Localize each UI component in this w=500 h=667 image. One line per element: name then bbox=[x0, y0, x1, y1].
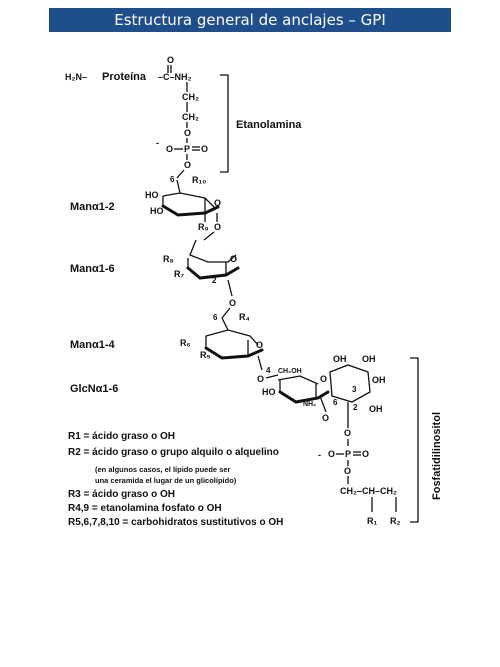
legend-r5678: R5,6,7,8,10 = carbohidratos sustitutivos… bbox=[68, 517, 284, 528]
r8-label: R₈ bbox=[163, 254, 174, 264]
phosphorus-label: P bbox=[184, 144, 190, 154]
nh2-label: NH₂ bbox=[303, 401, 316, 408]
oh-inos-4: OH bbox=[369, 404, 383, 414]
inositol-link-oxygen: O bbox=[344, 428, 351, 438]
r5-label: R₅ bbox=[200, 350, 211, 360]
lipid-phosphate-minus: - bbox=[318, 450, 321, 460]
r6-label: R₆ bbox=[180, 338, 191, 348]
amine-label: H₂N– bbox=[65, 72, 87, 82]
ring-position-6b: 6 bbox=[213, 313, 218, 322]
oh-inos-3: OH bbox=[372, 375, 386, 385]
r4-label: R₄ bbox=[239, 312, 250, 322]
phosphate-minus: - bbox=[156, 138, 159, 148]
ch2-upper: CH₂ bbox=[182, 92, 199, 102]
ring-oxygen-man3: O bbox=[256, 340, 263, 350]
ch2-lower: CH₂ bbox=[182, 112, 199, 122]
lipid-phosphate-o-bottom: O bbox=[344, 466, 351, 476]
phosphate-o-right: O bbox=[201, 144, 208, 154]
ring-oxygen-man1: O bbox=[214, 198, 221, 208]
r1-label: R₁ bbox=[367, 516, 377, 526]
ring-position-2: 2 bbox=[212, 276, 217, 285]
phosphate-oxygen-top: O bbox=[184, 128, 191, 138]
ring-position-2b: 2 bbox=[353, 403, 358, 412]
ring-position-3: 3 bbox=[352, 385, 357, 394]
lipid-phosphate-o-left: O bbox=[328, 449, 335, 459]
phosphate-o-left: O bbox=[166, 144, 173, 154]
r7-label: R₇ bbox=[174, 269, 184, 279]
man14-label: Manα1-4 bbox=[70, 339, 116, 351]
legend-r1: R1 = ácido graso o OH bbox=[68, 431, 175, 442]
ring-position-6: 6 bbox=[170, 175, 175, 184]
link-oxygen-1: O bbox=[214, 222, 221, 232]
legend-r2: R2 = ácido graso o grupo alquilo o alque… bbox=[68, 447, 279, 458]
legend-note-2: una ceramida el lugar de un glicolípido) bbox=[95, 476, 237, 485]
protein-label: Proteína bbox=[102, 71, 147, 83]
man12-label: Manα1-2 bbox=[70, 201, 115, 213]
carbonyl-oxygen: O bbox=[167, 55, 174, 65]
ho-man1-b: HO bbox=[150, 206, 164, 216]
glcn16-label: GlcNα1-6 bbox=[70, 383, 118, 395]
link-oxygen-4: O bbox=[322, 413, 329, 423]
phosphatidylinositol-label: Fosfatidilinositol bbox=[431, 412, 443, 500]
ho-man1-a: HO bbox=[145, 190, 159, 200]
r9-label: R₉ bbox=[198, 222, 209, 232]
lipid-phosphate-o-right: O bbox=[362, 449, 369, 459]
r2-label: R₂ bbox=[390, 516, 401, 526]
legend-note-1: (en algunos casos, el lípido puede ser bbox=[95, 465, 231, 474]
ring-oxygen-man2: O bbox=[230, 254, 237, 264]
link-oxygen-2: O bbox=[229, 298, 236, 308]
lipid-phosphorus: P bbox=[345, 449, 351, 459]
legend-r3: R3 = ácido graso o OH bbox=[68, 489, 175, 500]
ho-glcn: HO bbox=[262, 387, 276, 397]
ring-position-4: 4 bbox=[266, 366, 271, 375]
ethanolamine-label: Etanolamina bbox=[236, 119, 302, 131]
glycerol-backbone: CH₂–CH–CH₂ bbox=[340, 486, 397, 496]
man16-label: Manα1-6 bbox=[70, 263, 115, 275]
phosphate-oxygen-bottom: O bbox=[184, 160, 191, 170]
amide-carbon-label: –C–NH₂ bbox=[158, 72, 192, 82]
ring-oxygen-glcn: O bbox=[320, 374, 327, 384]
ring-position-6c: 6 bbox=[333, 398, 338, 407]
page-title: Estructura general de anclajes – GPI bbox=[49, 8, 451, 32]
legend-r49: R4,9 = etanolamina fosfato o OH bbox=[68, 503, 222, 514]
r10-label: R₁₀ bbox=[192, 175, 206, 185]
oh-inos-2: OH bbox=[362, 354, 376, 364]
link-oxygen-3: O bbox=[257, 374, 264, 384]
oh-inos-1: OH bbox=[333, 354, 347, 364]
ch2oh-label: CH₂OH bbox=[278, 368, 302, 375]
